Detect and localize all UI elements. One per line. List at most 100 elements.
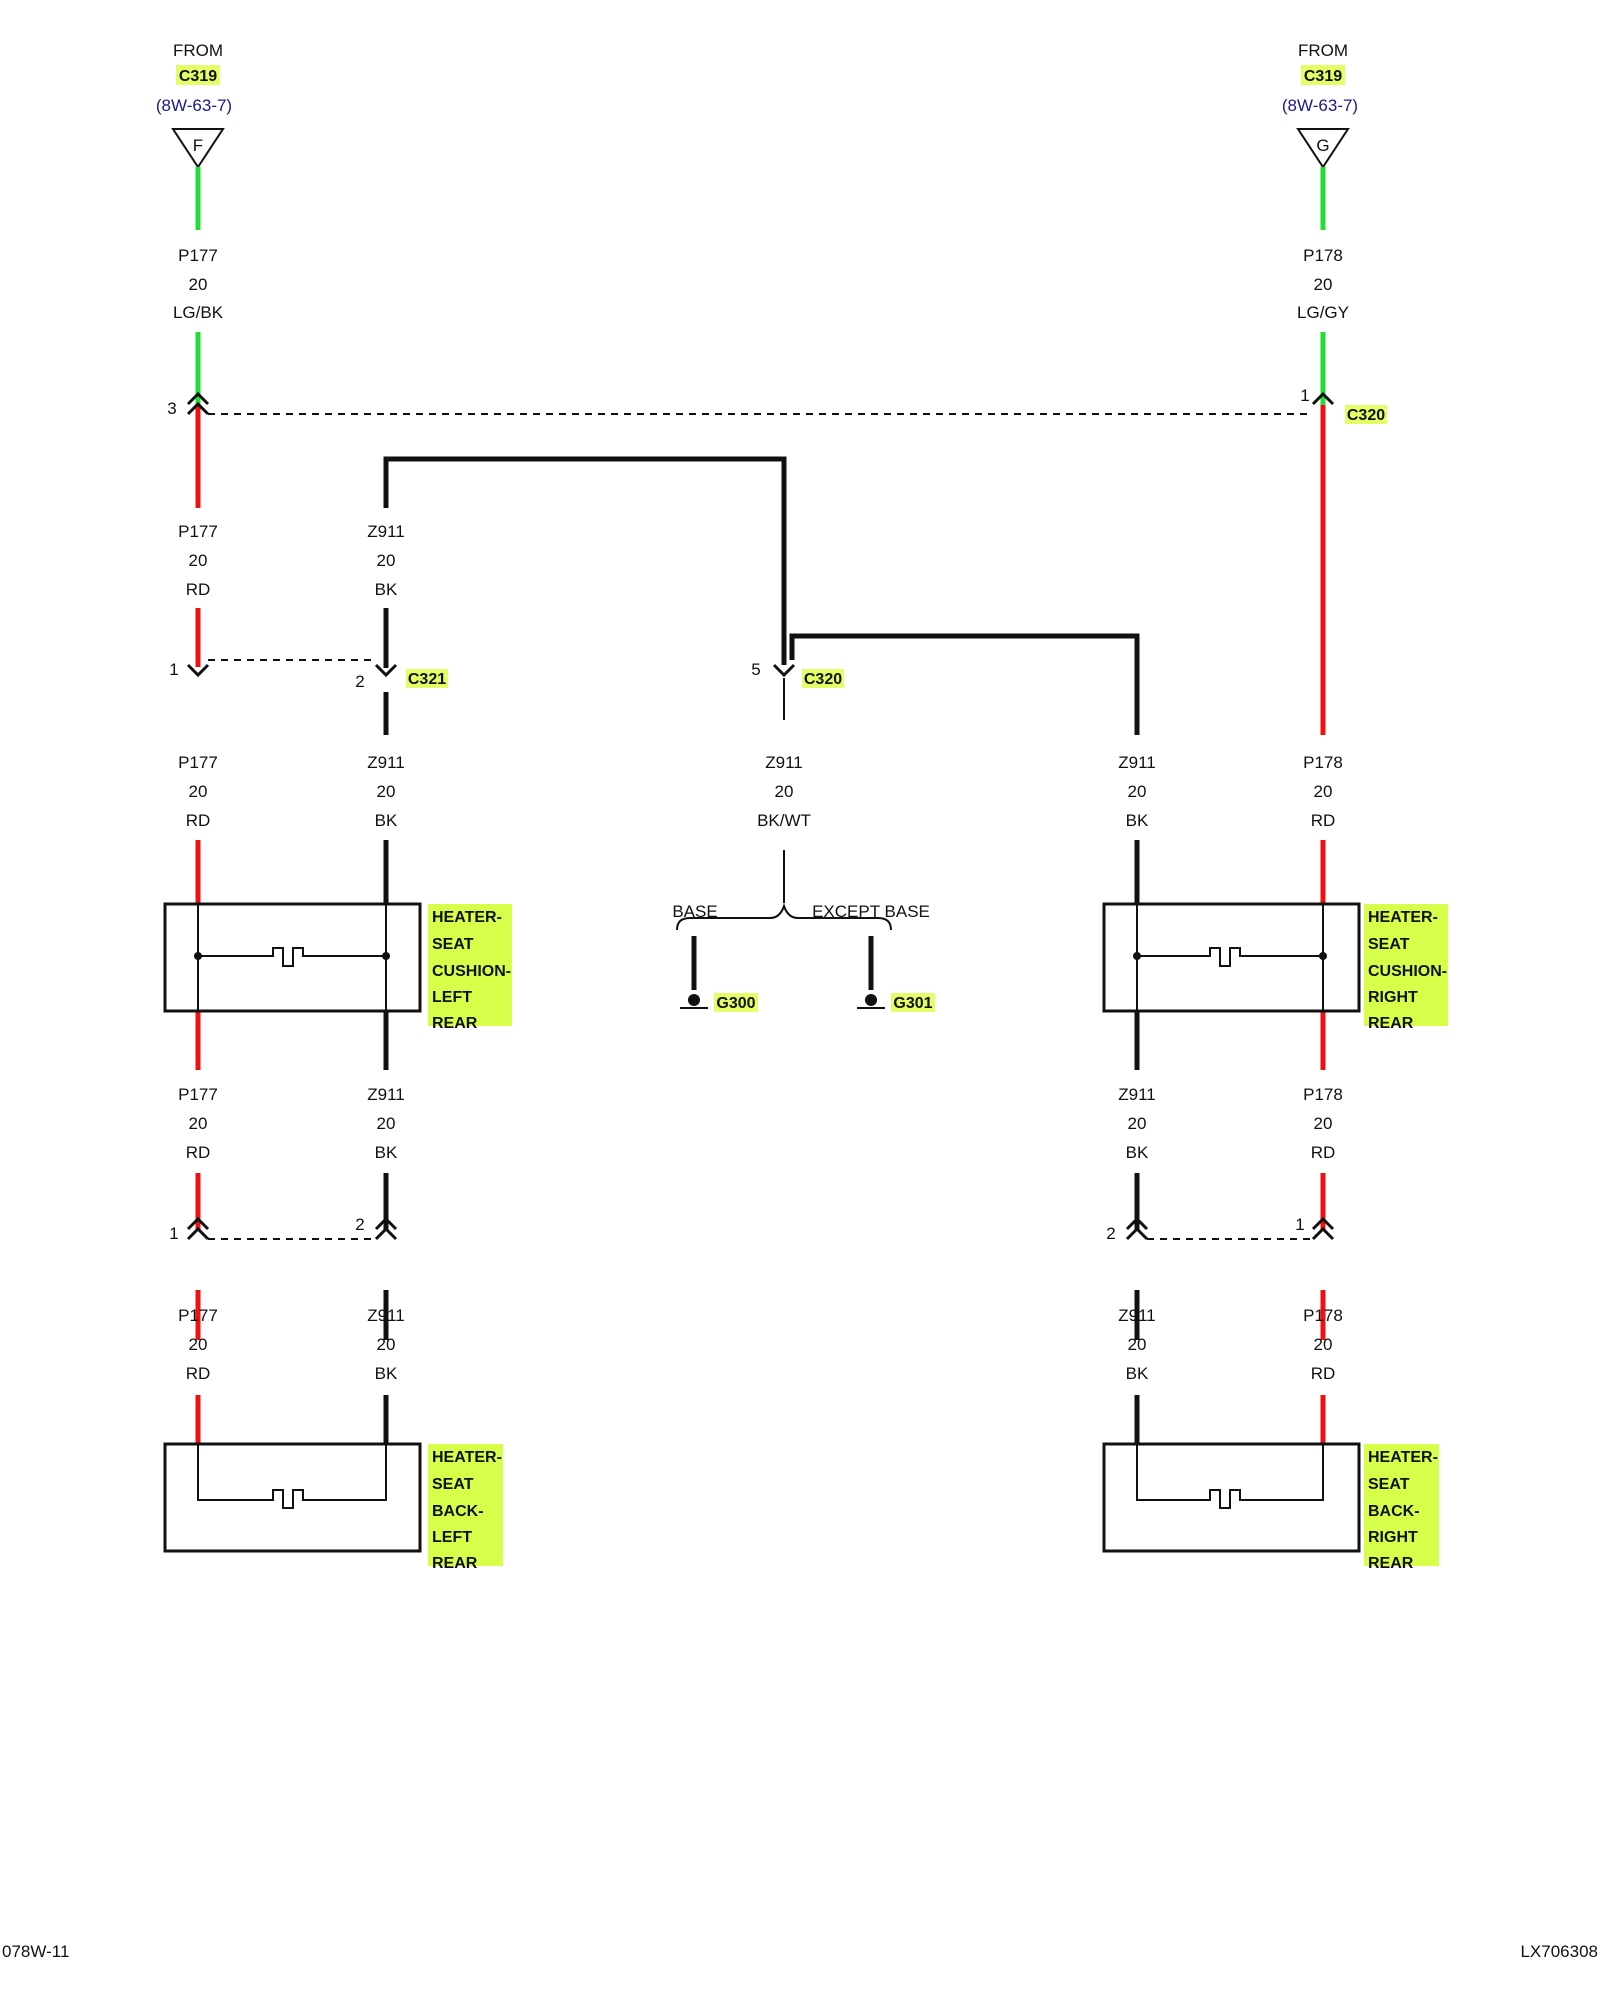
ref-label-left: (8W-63-7) bbox=[156, 96, 232, 115]
connector-left-lower-pin2-icon bbox=[374, 1216, 398, 1231]
pin-g-triangle-icon bbox=[1296, 128, 1350, 169]
wire-gauge: 20 bbox=[189, 275, 208, 294]
wire-circuit: P177 bbox=[178, 1306, 218, 1325]
wire-circuit: P177 bbox=[178, 522, 218, 541]
component-label-line: SEAT bbox=[1368, 936, 1410, 953]
component-label-line: BACK- bbox=[432, 1503, 484, 1520]
component-label-line: HEATER- bbox=[1368, 909, 1438, 926]
c321-label: C321 bbox=[408, 671, 446, 688]
connector-right-lower-pin1b-icon bbox=[1311, 1226, 1335, 1241]
wire-circuit: P177 bbox=[178, 753, 218, 772]
c320-top-highlight bbox=[1345, 405, 1387, 424]
connector-right-lower-pin2-icon bbox=[1125, 1216, 1149, 1231]
pin-f-triangle-icon bbox=[171, 128, 225, 169]
ref-label-right: (8W-63-7) bbox=[1282, 96, 1358, 115]
wire-circuit: P178 bbox=[1303, 753, 1343, 772]
component-label-line: CUSHION- bbox=[432, 963, 511, 980]
source-right-c319: FROM C319 (8W-63-7) G bbox=[1282, 41, 1358, 169]
from-label-right: FROM bbox=[1298, 41, 1348, 60]
heater-seat-back-right-rear: HEATER- SEAT BACK- RIGHT REAR bbox=[1102, 1442, 1439, 1572]
wire-label-z911-bk-1: Z911 20 BK bbox=[367, 522, 405, 599]
c320-mid-pin: 5 bbox=[751, 660, 760, 679]
component-label-line: HEATER- bbox=[432, 909, 502, 926]
wire-gauge: 20 bbox=[1314, 782, 1333, 801]
wire-label-z911-bk-3: Z911 20 BK bbox=[1118, 753, 1156, 830]
component-label-line: RIGHT bbox=[1368, 1529, 1418, 1546]
component-label-line: REAR bbox=[432, 1555, 478, 1572]
component-label-line: LEFT bbox=[432, 989, 472, 1006]
connector-c320-mid: 5 C320 bbox=[751, 660, 844, 688]
wire-color: BK/WT bbox=[757, 811, 811, 830]
component-label-line: SEAT bbox=[1368, 1476, 1410, 1493]
wire-gauge: 20 bbox=[189, 782, 208, 801]
heater-seat-cushion-right-rear: HEATER- SEAT CUSHION- RIGHT REAR bbox=[1102, 902, 1448, 1032]
wire-color: BK bbox=[375, 811, 398, 830]
wire-gauge: 20 bbox=[377, 551, 396, 570]
g300-ground-icon bbox=[688, 994, 700, 1006]
left-lower-pin-left: 1 bbox=[169, 1224, 178, 1243]
wire-label-z911-bk-4: Z911 20 BK bbox=[367, 1085, 405, 1162]
footer-right-code: LX706308 bbox=[1520, 1942, 1598, 1961]
wire-color: LG/BK bbox=[173, 303, 224, 322]
wire-circuit: Z911 bbox=[367, 753, 405, 772]
connector-c320-top: 3 1 C320 bbox=[167, 386, 1387, 424]
back-left-box bbox=[163, 1442, 422, 1553]
wire-circuit: Z911 bbox=[367, 522, 405, 541]
wire-label-z911-bk-5: Z911 20 BK bbox=[1118, 1085, 1156, 1162]
c319-right-highlight bbox=[1301, 65, 1345, 85]
connector-c320-pin1-icon bbox=[1311, 391, 1335, 406]
connector-c321-pin1-icon bbox=[186, 663, 210, 678]
wire-color: RD bbox=[186, 1143, 211, 1162]
back-right-label-highlight bbox=[1364, 1444, 1439, 1566]
component-label-line: REAR bbox=[1368, 1555, 1414, 1572]
cushion-left-box bbox=[163, 902, 422, 1013]
connector-c321: 1 2 C321 bbox=[169, 659, 448, 691]
connector-c321-pin2-icon bbox=[374, 663, 398, 678]
g301-label: G301 bbox=[893, 995, 932, 1012]
cushion-right-box bbox=[1102, 902, 1361, 1013]
wire-circuit: Z911 bbox=[367, 1085, 405, 1104]
wire-circuit: P178 bbox=[1303, 1306, 1343, 1325]
connector-c320-pin5-icon bbox=[772, 663, 796, 678]
wire-label-p178-lggy: P178 20 LG/GY bbox=[1297, 246, 1349, 322]
back-left-heater-element-icon bbox=[197, 1444, 387, 1509]
g300-label: G300 bbox=[716, 995, 755, 1012]
wire-color: RD bbox=[186, 811, 211, 830]
ground-base-label: BASE bbox=[672, 902, 717, 921]
c319-label-left: C319 bbox=[179, 68, 217, 85]
g301-highlight bbox=[891, 993, 935, 1012]
wire-label-p177-rd-4: P177 20 RD bbox=[178, 1306, 218, 1383]
wire-label-p177-rd-2: P177 20 RD bbox=[178, 753, 218, 830]
wire-gauge: 20 bbox=[377, 1335, 396, 1354]
wire-color: RD bbox=[1311, 811, 1336, 830]
wire-gauge: 20 bbox=[775, 782, 794, 801]
wire-circuit: Z911 bbox=[1118, 1085, 1156, 1104]
cushion-left-heater-element-icon bbox=[198, 947, 386, 967]
component-label-line: SEAT bbox=[432, 1476, 474, 1493]
wire-gauge: 20 bbox=[1314, 1114, 1333, 1133]
wire-circuit: Z911 bbox=[367, 1306, 405, 1325]
c321-highlight bbox=[406, 669, 448, 688]
wire-z911-left-top-run bbox=[383, 456, 787, 665]
right-lower-pin-right: 1 bbox=[1295, 1215, 1304, 1234]
connector-right-lower: 2 1 bbox=[1106, 1215, 1335, 1243]
c319-label-right: C319 bbox=[1304, 68, 1342, 85]
cushion-right-heater-element-icon bbox=[1137, 947, 1323, 967]
source-left-c319: FROM C319 (8W-63-7) F bbox=[156, 41, 232, 169]
pin-f-label: F bbox=[193, 136, 203, 155]
wire-gauge: 20 bbox=[1314, 1335, 1333, 1354]
wire-label-p177-rd-3: P177 20 RD bbox=[178, 1085, 218, 1162]
wire-label-z911-bk-2: Z911 20 BK bbox=[367, 753, 405, 830]
wire-circuit: P177 bbox=[178, 246, 218, 265]
c320-top-pin-right: 1 bbox=[1300, 386, 1309, 405]
ground-except-label: EXCEPT BASE bbox=[812, 902, 930, 921]
back-left-label-highlight bbox=[428, 1444, 503, 1566]
component-label-line: REAR bbox=[1368, 1015, 1414, 1032]
c321-pin-right: 2 bbox=[355, 672, 364, 691]
left-lower-pin-right: 2 bbox=[355, 1215, 364, 1234]
heater-seat-cushion-left-rear: HEATER- SEAT CUSHION- LEFT REAR bbox=[163, 902, 512, 1032]
wire-color: BK bbox=[375, 1143, 398, 1162]
wire-label-z911-bk-7: Z911 20 BK bbox=[1118, 1306, 1156, 1383]
connector-left-lower: 1 2 bbox=[169, 1215, 398, 1243]
